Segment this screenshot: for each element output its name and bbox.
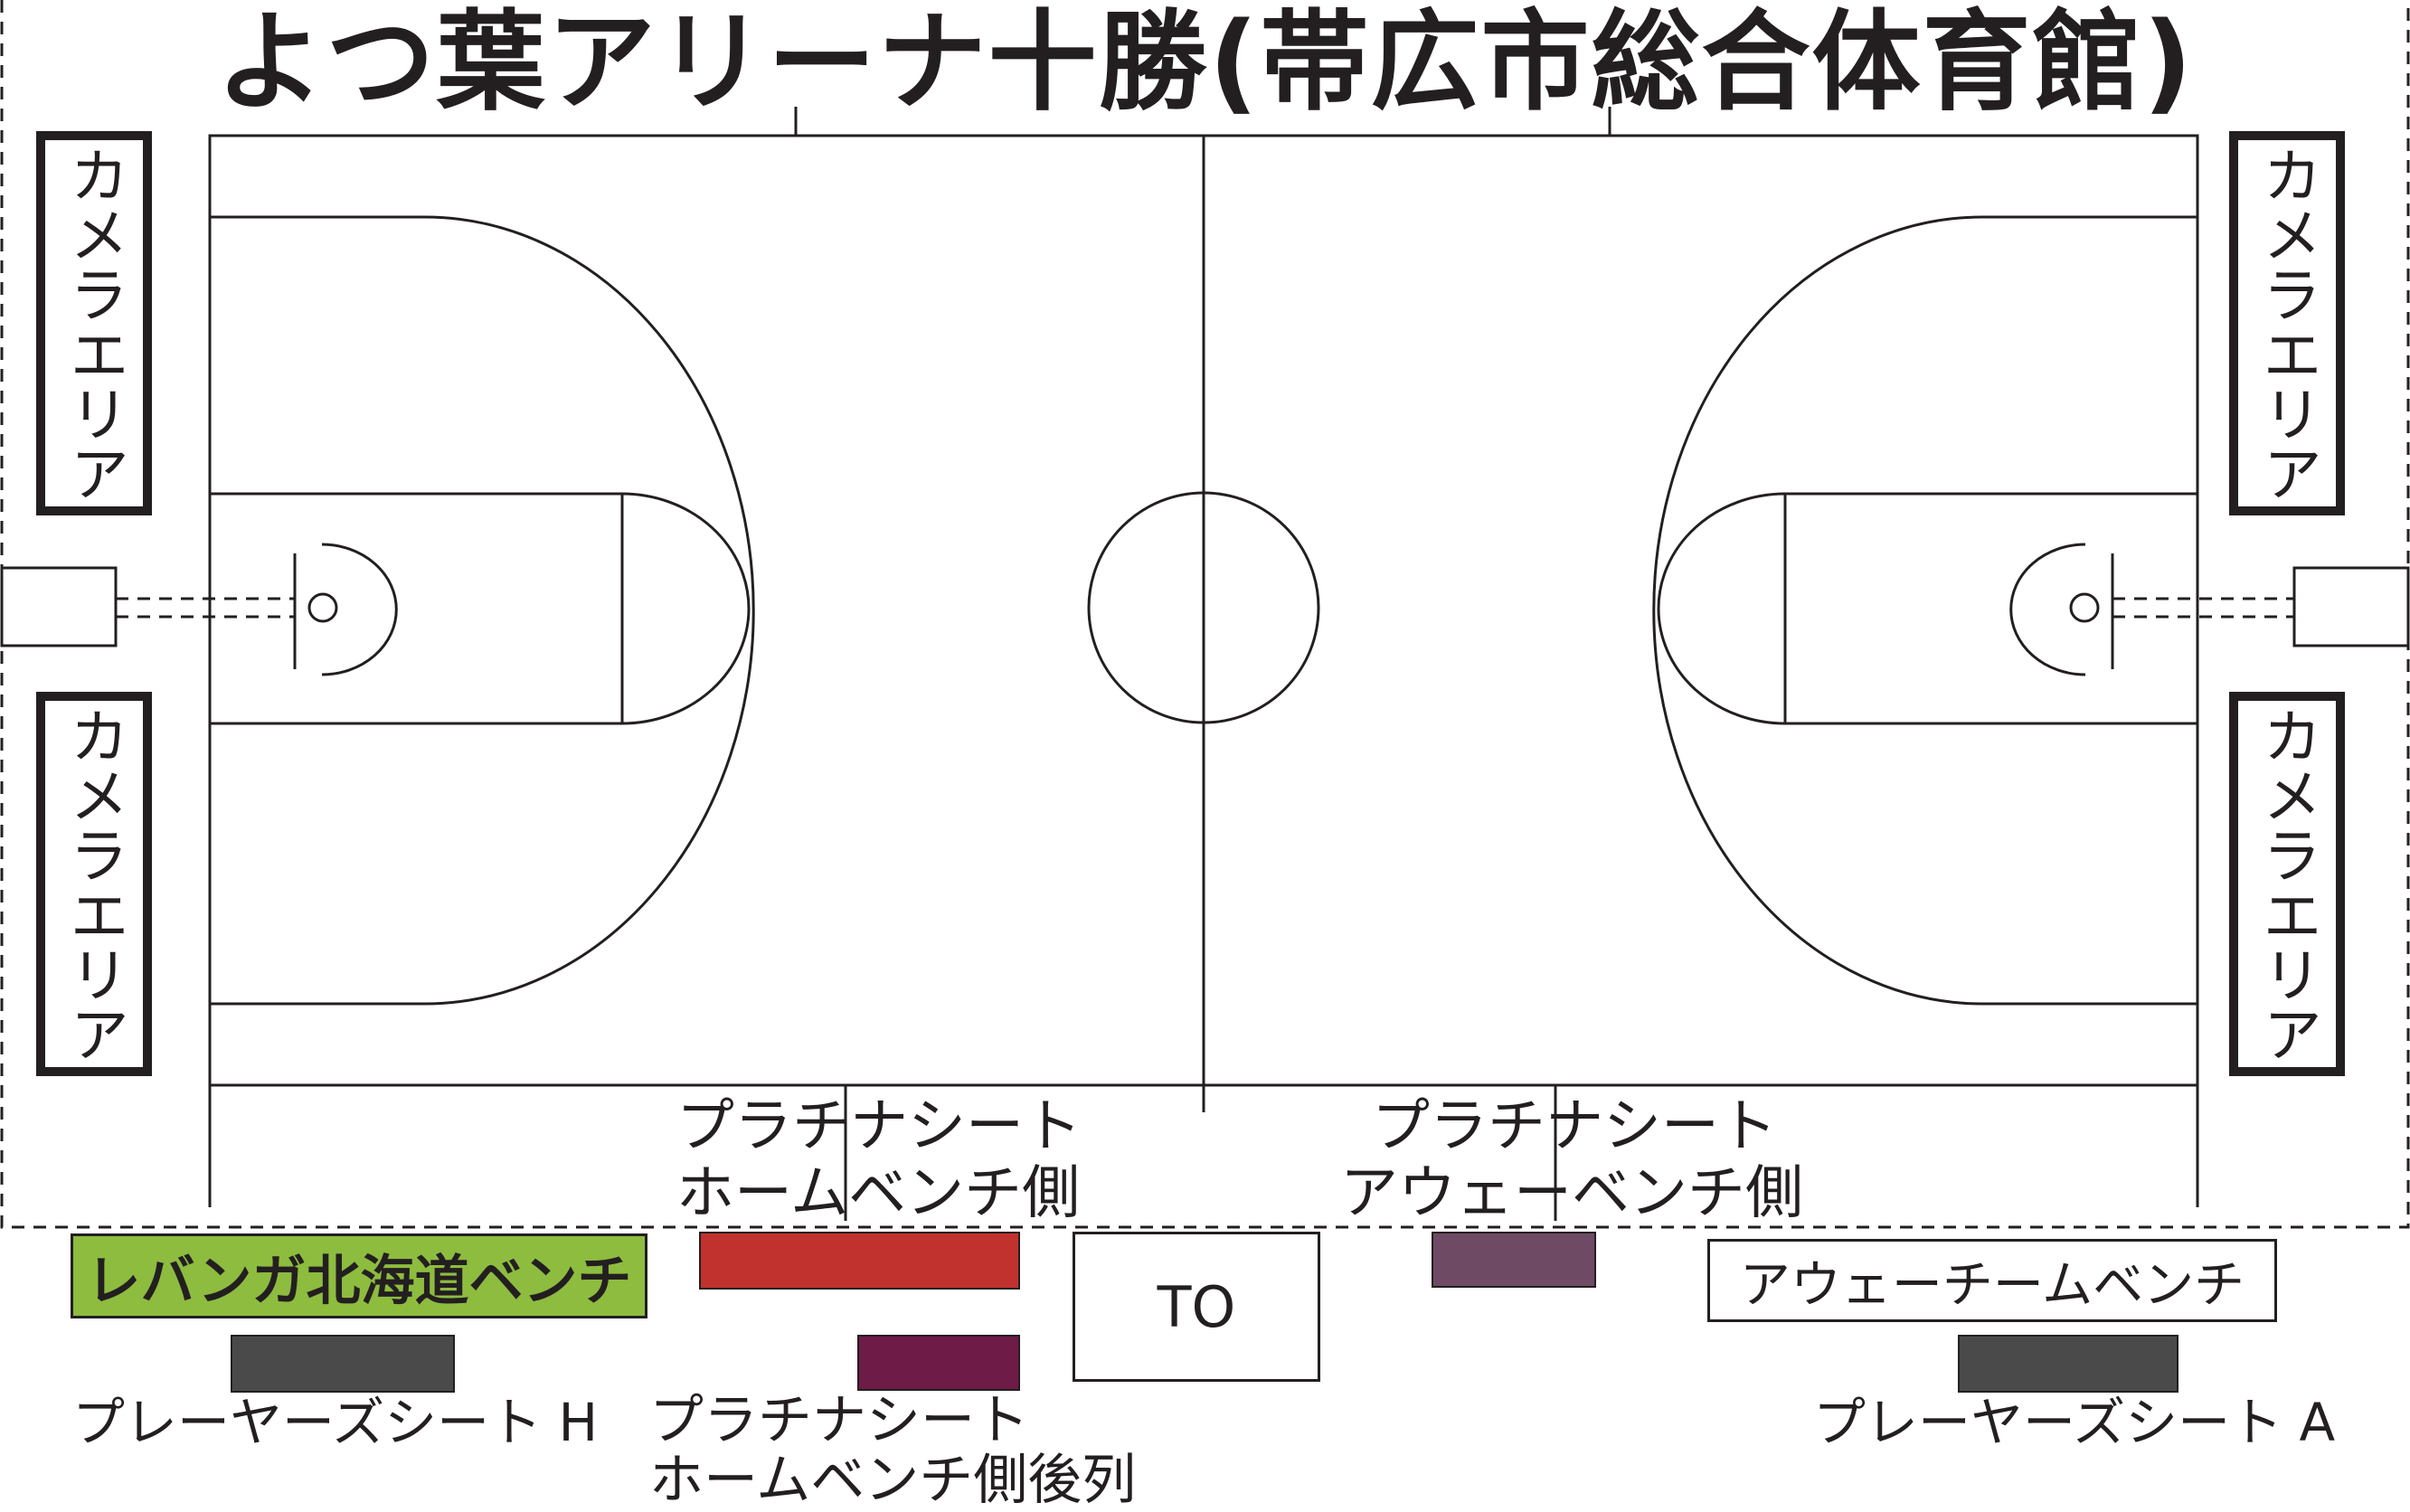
- away-bench-label: アウェーチームベンチ: [1739, 1255, 2245, 1315]
- home-bench: レバンガ北海道ベンチ: [71, 1233, 647, 1318]
- restricted-area-left: [321, 543, 398, 676]
- table-officials-label: TO: [1157, 1273, 1236, 1340]
- camera-area-top-right: カメラエリア: [2229, 131, 2345, 515]
- platinum-home-label-line1: プラチナシート: [676, 1093, 1082, 1160]
- players-seat-h-label: プレーヤーズシート H: [72, 1392, 599, 1453]
- platinum-home-back-seat-block: [857, 1335, 1020, 1391]
- free-throw-circle-left: [621, 492, 751, 725]
- basket-support-left: [0, 566, 118, 647]
- camera-area-bottom-right: カメラエリア: [2229, 692, 2345, 1076]
- hoop-right: [2069, 592, 2100, 623]
- page-title: よつ葉アリーナ十勝(帯広市総合体育館): [215, 0, 2195, 126]
- center-circle: [1087, 491, 1320, 724]
- camera-area-label: カメラエリア: [2253, 144, 2322, 503]
- basket-support-right: [2292, 566, 2410, 647]
- platinum-home-label: プラチナシート ホームベンチ側: [676, 1093, 1082, 1227]
- platinum-away-label-line1: プラチナシート: [1372, 1093, 1777, 1160]
- camera-area-label: カメラエリア: [60, 704, 129, 1063]
- platinum-home-back-label-line1: プラチナシート: [649, 1389, 1029, 1452]
- platinum-away-label: プラチナシート アウェーベンチ側: [1340, 1093, 1803, 1227]
- platinum-away-seat-block: [1432, 1232, 1596, 1288]
- key-right: [1783, 492, 2199, 725]
- platinum-home-label-line2: ホームベンチ側: [676, 1159, 1081, 1227]
- three-point-line-left: [210, 215, 755, 1006]
- camera-area-top-left: カメラエリア: [36, 131, 152, 515]
- home-bench-label: レバンガ北海道ベンチ: [86, 1249, 632, 1313]
- restricted-area-right: [2009, 543, 2086, 676]
- free-throw-circle-right: [1657, 492, 1786, 725]
- players-seat-h-block: [231, 1335, 455, 1393]
- camera-area-bottom-left: カメラエリア: [36, 692, 152, 1076]
- hoop-left: [307, 592, 338, 623]
- three-point-line-right: [1652, 215, 2197, 1006]
- camera-area-label: カメラエリア: [2253, 704, 2322, 1063]
- players-seat-a-block: [1958, 1335, 2178, 1393]
- platinum-home-back-label: プラチナシート ホームベンチ側後列: [649, 1391, 1136, 1510]
- away-bench: アウェーチームベンチ: [1707, 1239, 2277, 1322]
- platinum-away-label-line2: アウェーベンチ側: [1340, 1159, 1803, 1227]
- key-left: [208, 492, 624, 725]
- platinum-home-seat-block: [699, 1232, 1020, 1290]
- players-seat-a-label: プレーヤーズシート A: [1813, 1392, 2336, 1453]
- table-officials: TO: [1073, 1232, 1320, 1382]
- platinum-home-back-label-line2: ホームベンチ側後列: [649, 1449, 1137, 1512]
- camera-area-label: カメラエリア: [60, 144, 129, 503]
